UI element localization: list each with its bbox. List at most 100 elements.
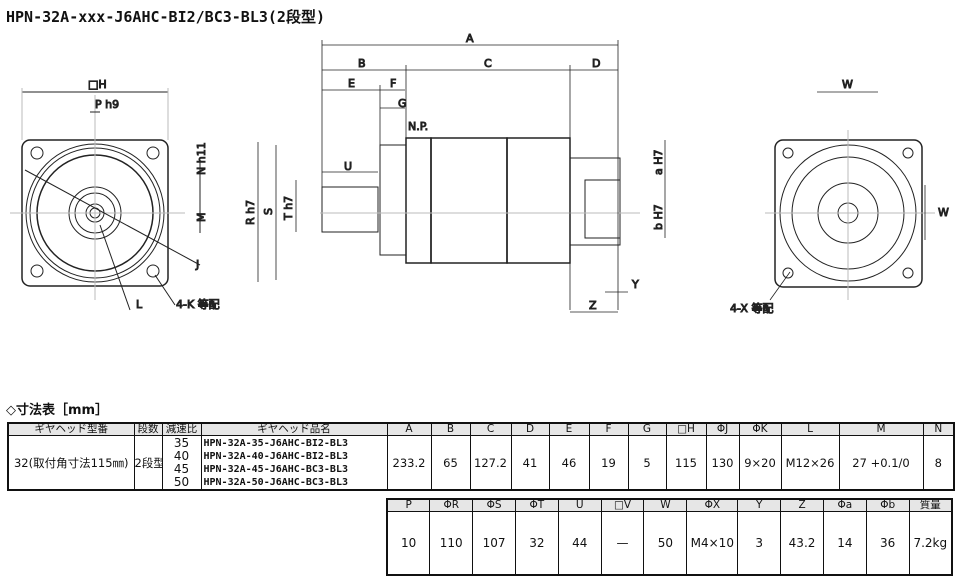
- value-cell: 8: [922, 435, 955, 491]
- value-cell: 9×20: [738, 435, 782, 491]
- rear-view: [765, 91, 935, 301]
- col-header: ΦX: [686, 498, 739, 512]
- col-header: E: [548, 422, 590, 436]
- value-cell: 50: [643, 511, 688, 576]
- value-cell: 10: [386, 511, 431, 576]
- value-cell: 115: [665, 435, 707, 491]
- label-M: M: [195, 213, 208, 223]
- label-N: N h11: [195, 142, 208, 175]
- col-header: L: [780, 422, 840, 436]
- value-cell: 107: [472, 511, 516, 576]
- col-header: □V: [600, 498, 645, 512]
- technical-drawing: □H P h9 N h11 M J L 4-K 等配 A B C D E F G…: [10, 32, 950, 316]
- col-header: F: [588, 422, 629, 436]
- col-header: ΦT: [514, 498, 559, 512]
- col-header: ΦK: [738, 422, 782, 436]
- label-W-side: W: [938, 206, 949, 219]
- label-H: □H: [88, 78, 107, 91]
- col-header: U: [557, 498, 602, 512]
- label-A: A: [466, 32, 474, 45]
- col-header: W: [643, 498, 688, 512]
- label-T: T h7: [282, 196, 295, 221]
- col-header: ΦS: [472, 498, 516, 512]
- col-header: 減速比: [161, 422, 202, 436]
- ratio: 45: [173, 461, 190, 476]
- col-header: N: [922, 422, 955, 436]
- value-cell: 32: [514, 511, 559, 576]
- col-header: □H: [665, 422, 707, 436]
- label-W-top: W: [842, 78, 853, 91]
- label-S: S: [262, 208, 275, 215]
- value-cell: 3: [737, 511, 782, 576]
- label-P: P h9: [95, 98, 119, 111]
- value-cell: 46: [548, 435, 590, 491]
- col-header: Φa: [822, 498, 867, 512]
- label-F: F: [390, 77, 396, 90]
- value-cell: —: [600, 511, 645, 576]
- col-header: 段数: [133, 422, 163, 436]
- value-cell: 5: [627, 435, 667, 491]
- col-header: B: [430, 422, 471, 436]
- col-header: ΦJ: [705, 422, 740, 436]
- col-header: ギヤヘッド品名: [200, 422, 388, 436]
- side-view: [257, 40, 666, 313]
- label-U: U: [344, 160, 352, 173]
- value-cell: 127.2: [469, 435, 512, 491]
- ratio: 35: [173, 435, 190, 450]
- value-cell: 233.2: [386, 435, 432, 491]
- col-header: D: [510, 422, 550, 436]
- label-G: G: [398, 97, 407, 110]
- stages-cell: 2段型: [133, 435, 163, 491]
- product-name: HPN-32A-35-J6AHC-BI2-BL3: [203, 437, 349, 449]
- value-cell: 7.2kg: [908, 511, 953, 576]
- label-D: D: [592, 57, 600, 70]
- value-cell: M4×10: [686, 511, 739, 576]
- value-cell: 44: [557, 511, 602, 576]
- label-R: R h7: [244, 200, 257, 225]
- col-header: ΦR: [429, 498, 474, 512]
- label-B: B: [358, 57, 366, 70]
- col-header: C: [469, 422, 512, 436]
- value-cell: 14: [822, 511, 867, 576]
- label-J: J: [195, 258, 199, 271]
- product-name: HPN-32A-45-J6AHC-BC3-BL3: [203, 463, 349, 475]
- col-header: G: [627, 422, 667, 436]
- dimension-table-heading: ◇寸法表［mm］: [6, 403, 109, 418]
- ratio: 50: [173, 474, 190, 489]
- product-name: HPN-32A-40-J6AHC-BI2-BL3: [203, 450, 349, 462]
- label-E: E: [348, 77, 355, 90]
- value-cell: 110: [429, 511, 474, 576]
- value-cell: 43.2: [780, 511, 824, 576]
- value-cell: 36: [865, 511, 910, 576]
- value-cell: 41: [510, 435, 550, 491]
- drawing-title: HPN-32A-xxx-J6AHC-BI2/BC3-BL3(2段型): [6, 8, 325, 26]
- col-header: M: [838, 422, 924, 436]
- model-cell: 32(取付角寸法115㎜): [7, 435, 135, 491]
- col-header: A: [386, 422, 432, 436]
- label-Y: Y: [631, 278, 639, 291]
- col-header: Φb: [865, 498, 910, 512]
- col-header: Y: [737, 498, 782, 512]
- col-header: Z: [780, 498, 824, 512]
- value-cell: 65: [430, 435, 471, 491]
- label-C: C: [484, 57, 492, 70]
- front-view: [10, 88, 201, 311]
- col-header: P: [386, 498, 431, 512]
- col-header: 質量: [908, 498, 953, 512]
- value-cell: 130: [705, 435, 740, 491]
- label-L: L: [136, 298, 143, 311]
- label-K: 4-K 等配: [176, 297, 220, 311]
- ratio: 40: [173, 448, 190, 463]
- label-a: a H7: [652, 149, 665, 175]
- label-NP: N.P.: [408, 120, 428, 133]
- col-header: ギヤヘッド型番: [7, 422, 135, 436]
- product-name: HPN-32A-50-J6AHC-BC3-BL3: [203, 476, 349, 488]
- label-Z: Z: [589, 299, 597, 312]
